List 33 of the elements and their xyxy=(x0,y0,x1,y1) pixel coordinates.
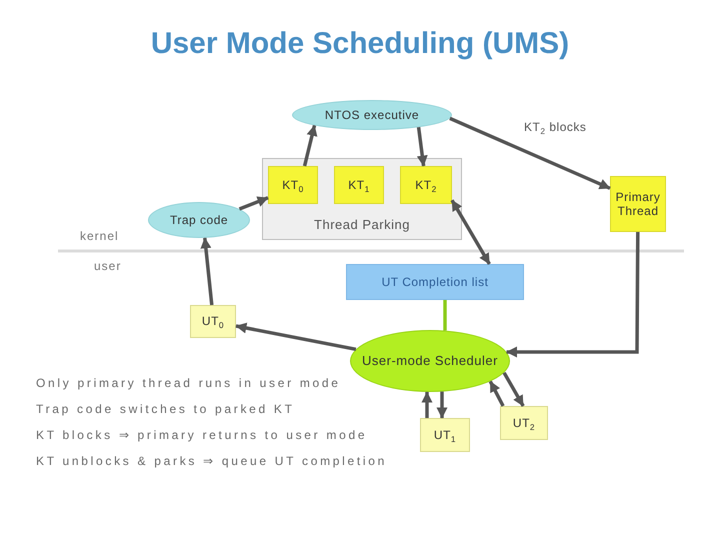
kernel-thread-box: KT$_{1}$ xyxy=(334,166,384,204)
node-label: Thread Parking xyxy=(314,217,410,233)
arrow xyxy=(502,372,525,407)
trap-code-ellipse: Trap code xyxy=(148,202,250,238)
kernel-thread-box: KT$_{2}$ xyxy=(400,166,452,204)
arrow xyxy=(235,322,356,352)
user-thread-box: UT$_{1}$ xyxy=(420,418,470,452)
arrow xyxy=(436,392,448,419)
arrow xyxy=(416,126,428,167)
user-thread-box: UT$_{2}$ xyxy=(500,406,548,440)
note-text: KT blocks ⇒ primary returns to user mode xyxy=(36,428,368,442)
connector-line xyxy=(443,300,447,330)
thread-parking-panel xyxy=(262,158,462,240)
completion-list-box: UT Completion list xyxy=(346,264,524,300)
title: User Mode Scheduling (UMS) xyxy=(150,27,570,61)
note-text: KT unblocks & parks ⇒ queue UT completion xyxy=(36,454,388,468)
scheduler-ellipse: User-mode Scheduler xyxy=(350,330,510,392)
arrow xyxy=(450,199,491,265)
arrow xyxy=(422,391,432,418)
arrow xyxy=(488,380,505,407)
kernel-thread-box: KT$_{0}$ xyxy=(268,166,318,204)
user-thread-box: UT$_{0}$ xyxy=(190,305,236,338)
arrow xyxy=(302,124,318,166)
mode-label: user xyxy=(94,259,122,273)
primary-thread-box: Primary Thread xyxy=(610,176,666,232)
arrow xyxy=(449,116,611,190)
arrow xyxy=(200,237,214,306)
note-text: Trap code switches to parked KT xyxy=(36,402,295,416)
edge-label: KT$_{2}$ blocks xyxy=(522,120,588,134)
executive-ellipse: NTOS executive xyxy=(292,100,452,130)
mode-label: kernel xyxy=(80,229,119,243)
note-text: Only primary thread runs in user mode xyxy=(36,376,341,390)
arrow xyxy=(506,232,640,358)
